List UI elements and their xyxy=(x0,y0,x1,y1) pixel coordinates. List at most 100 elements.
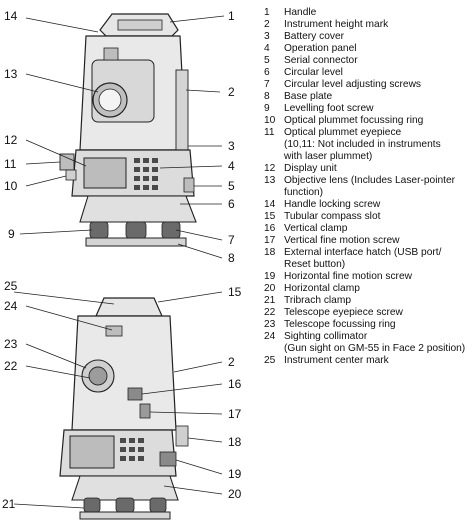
legend-text: Base plate xyxy=(284,91,333,102)
legend-text: Levelling foot screw xyxy=(284,103,374,114)
callout-22: 22 xyxy=(4,359,18,373)
rear-tribrach xyxy=(71,475,179,501)
legend-number: 13 xyxy=(264,175,276,186)
rear-foot-screws xyxy=(83,497,167,513)
horizontal-fine-motion-screw xyxy=(159,451,177,467)
legend-number: 14 xyxy=(264,199,276,210)
callout-20: 20 xyxy=(228,487,242,501)
legend-text: Tribrach clamp xyxy=(284,295,351,306)
legend-number: 18 xyxy=(264,247,276,258)
callout-25: 25 xyxy=(4,279,18,293)
legend-text: Sighting collimator (Gun sight on GM-55 … xyxy=(284,331,466,354)
instrument-front-view xyxy=(59,13,197,247)
legend-text: Horizontal clamp xyxy=(284,283,360,294)
callout-numbers-top: 14 1 13 2 12 3 11 4 10 5 6 9 7 8 xyxy=(4,9,235,265)
callout-12: 12 xyxy=(4,133,18,147)
keypad xyxy=(134,158,158,190)
legend-text: Display unit xyxy=(284,163,337,174)
legend-item: 17 Vertical fine motion screw xyxy=(264,235,472,247)
callout-9: 9 xyxy=(8,227,15,241)
levelling-foot-screws xyxy=(89,221,181,239)
legend-number: 20 xyxy=(264,283,276,294)
instrument-rear-view xyxy=(59,297,189,520)
legend-item: 15 Tubular compass slot xyxy=(264,211,472,223)
legend-number: 16 xyxy=(264,223,276,234)
legend-text: Battery cover xyxy=(284,31,345,42)
legend-item: 22 Telescope eyepiece screw xyxy=(264,307,472,319)
callout-2: 2 xyxy=(228,85,235,99)
legend-text: Telescope eyepiece screw xyxy=(284,307,403,318)
legend-item: 16 Vertical clamp xyxy=(264,223,472,235)
callout-2-bottom: 2 xyxy=(228,355,235,369)
callout-24: 24 xyxy=(4,299,18,313)
legend-text: Vertical fine motion screw xyxy=(284,235,400,246)
handle-grip xyxy=(117,19,163,31)
tribrach xyxy=(79,195,197,223)
callout-14: 14 xyxy=(4,9,18,23)
legend-item: 9 Levelling foot screw xyxy=(264,103,472,115)
callout-4: 4 xyxy=(228,159,235,173)
external-interface-hatch xyxy=(175,425,189,447)
rear-display-screen xyxy=(69,435,115,469)
legend-number: 2 xyxy=(264,19,270,30)
legend-text: Instrument height mark xyxy=(284,19,389,30)
callout-23: 23 xyxy=(4,337,18,351)
legend-item: 4 Operation panel xyxy=(264,43,472,55)
callout-13: 13 xyxy=(4,67,18,81)
callout-10: 10 xyxy=(4,179,18,193)
base-plate xyxy=(85,237,187,247)
battery-cover xyxy=(175,69,189,151)
telescope-eyepiece xyxy=(88,366,108,386)
legend-text: Circular level adjusting screws xyxy=(284,79,422,90)
legend-number: 21 xyxy=(264,295,276,306)
legend-number: 3 xyxy=(264,31,270,42)
rear-handle-shape xyxy=(95,297,163,317)
legend-text: Instrument center mark xyxy=(284,355,389,366)
legend-number: 4 xyxy=(264,43,270,54)
legend-text: Operation panel xyxy=(284,43,357,54)
legend-number: 17 xyxy=(264,235,276,246)
legend-text: Vertical clamp xyxy=(284,223,348,234)
leader-lines xyxy=(13,15,225,509)
legend-text: Serial connector xyxy=(284,55,358,66)
rear-sighting-collimator xyxy=(105,325,123,337)
legend-item: 3 Battery cover xyxy=(264,31,472,43)
vertical-clamp xyxy=(127,387,143,401)
legend-number: 1 xyxy=(264,7,270,18)
callout-3: 3 xyxy=(228,139,235,153)
legend-number: 12 xyxy=(264,163,276,174)
legend-text: Telescope focussing ring xyxy=(284,319,396,330)
callout-8: 8 xyxy=(228,251,235,265)
callout-16: 16 xyxy=(228,377,242,391)
callout-7: 7 xyxy=(228,233,235,247)
legend-number: 15 xyxy=(264,211,276,222)
callout-19: 19 xyxy=(228,467,242,481)
callout-1: 1 xyxy=(228,9,235,23)
sighting-collimator xyxy=(103,47,119,61)
legend-number: 22 xyxy=(264,307,276,318)
legend-number: 9 xyxy=(264,103,270,114)
vertical-fine-motion-screw xyxy=(139,403,151,419)
rear-keypad xyxy=(120,438,144,461)
callout-numbers-bottom: 25 15 24 23 22 2 16 17 18 19 21 20 xyxy=(2,279,242,511)
legend-number: 11 xyxy=(264,127,275,138)
legend-item: 12 Display unit xyxy=(264,163,472,175)
callout-18: 18 xyxy=(228,435,242,449)
serial-connector xyxy=(183,177,195,193)
legend-text: Circular level xyxy=(284,67,343,78)
display-screen xyxy=(83,157,127,189)
legend-text: Tubular compass slot xyxy=(284,211,381,222)
legend-item: 20 Horizontal clamp xyxy=(264,283,472,295)
legend-text: Optical plummet focussing ring xyxy=(284,115,424,126)
